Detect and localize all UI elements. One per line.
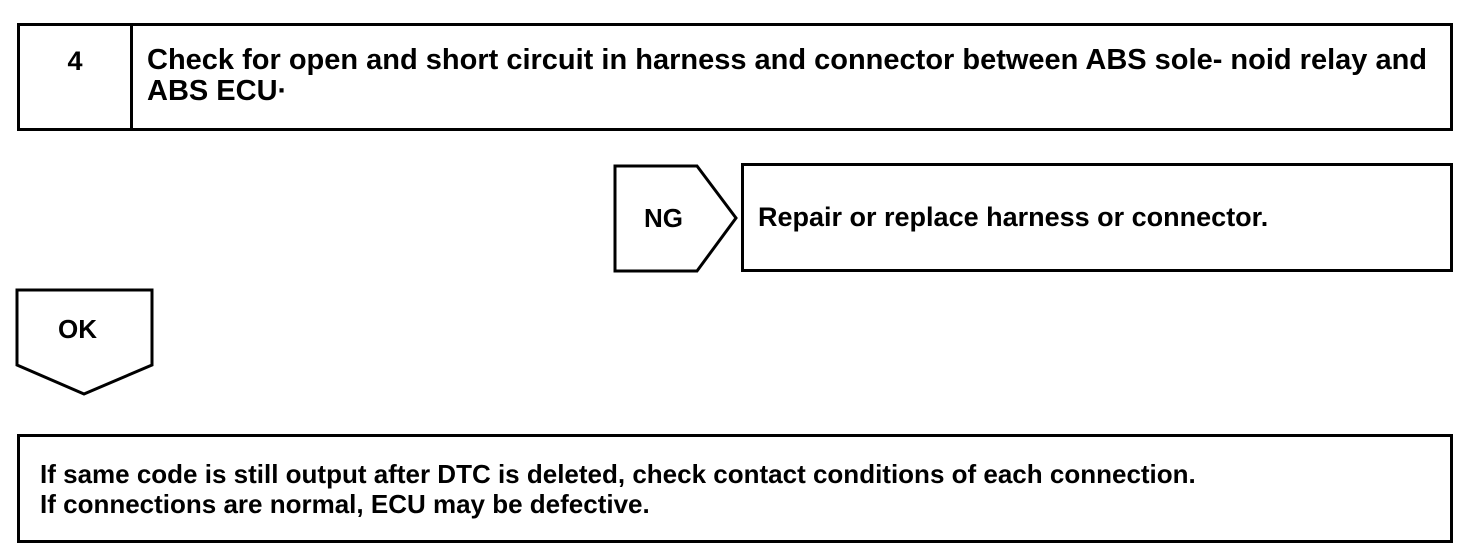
step-box: 4 Check for open and short circuit in ha…: [17, 23, 1453, 131]
final-note-box: If same code is still output after DTC i…: [17, 434, 1453, 543]
ng-action-box: Repair or replace harness or connector.: [741, 163, 1453, 272]
ng-arrow-tag: [613, 164, 738, 273]
step-number: 4: [20, 26, 133, 128]
step-title: Check for open and short circuit in harn…: [147, 44, 1428, 107]
final-note-line-1: If same code is still output after DTC i…: [40, 459, 1196, 489]
final-note-line-2: If connections are normal, ECU may be de…: [40, 489, 650, 519]
ng-action-text: Repair or replace harness or connector.: [758, 202, 1269, 232]
ok-arrow-tag: [15, 288, 154, 396]
ok-label: OK: [58, 314, 97, 344]
ng-label: NG: [644, 203, 683, 233]
